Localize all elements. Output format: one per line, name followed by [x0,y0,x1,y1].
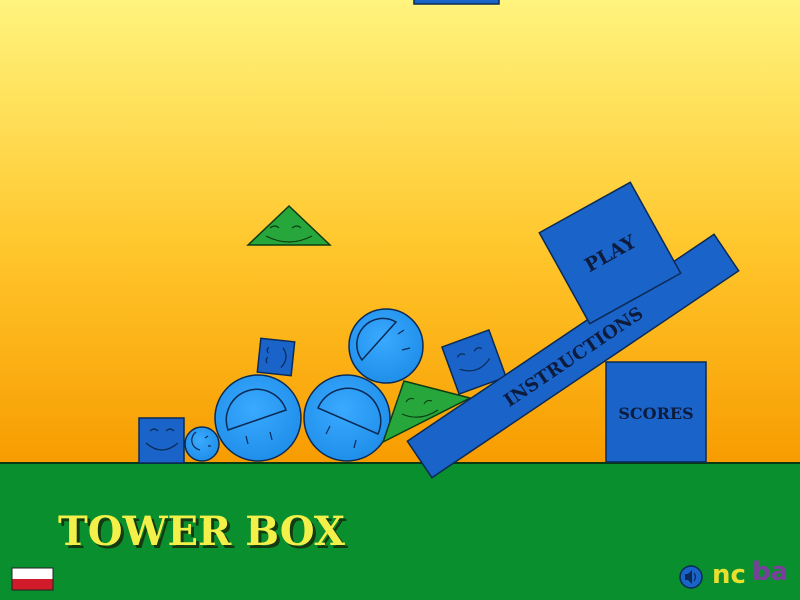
brand-logo: nc ba [712,557,788,590]
scores-label: SCORES [618,404,693,423]
speaker-icon[interactable] [679,565,703,589]
wedged-triangle [381,380,473,444]
logo-part1: nc [712,560,746,590]
square-block-small [138,417,185,464]
ball-large-right [303,374,391,462]
polish-flag-icon[interactable] [11,567,54,591]
floating-triangle [246,204,332,246]
scores-button[interactable]: SCORES [605,361,707,463]
ball-large-left [214,374,302,462]
game-title: TOWER BOX [58,508,345,555]
ball-upper [348,308,424,384]
ground [0,463,800,600]
ball-tiny [184,426,220,462]
falling-block [413,0,500,5]
logo-part2: ba [752,557,788,587]
square-block-tilted [256,337,296,377]
play-button[interactable]: PLAY [538,181,682,325]
square-block-face [440,328,508,396]
game-title-shadow: TOWER BOX [61,511,348,558]
